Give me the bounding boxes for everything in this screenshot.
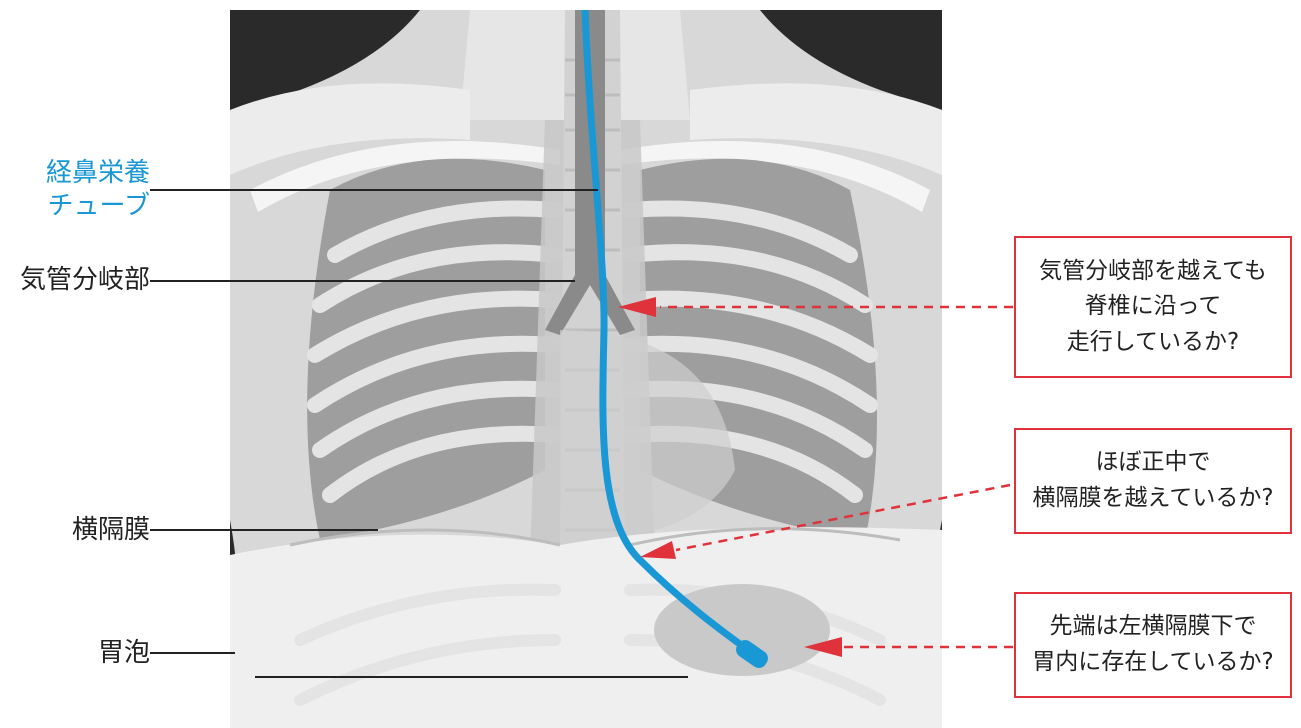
check-stomach-line1: 先端は左横隔膜下で xyxy=(1016,609,1290,645)
gastric-bubble-label: 胃泡 xyxy=(40,637,150,670)
check-box-diaphragm: ほぼ正中で 横隔膜を越えているか? xyxy=(1014,428,1292,534)
check-stomach-line2: 胃内に存在しているか? xyxy=(1016,645,1290,681)
carina-label: 気管分岐部 xyxy=(6,264,150,297)
check-box-carina: 気管分岐部を越えても 脊椎に沿って 走行しているか? xyxy=(1014,236,1292,378)
check-carina-line1: 気管分岐部を越えても xyxy=(1016,254,1290,290)
check-diaphragm-line2: 横隔膜を越えているか? xyxy=(1016,481,1290,517)
check-diaphragm-line1: ほぼ正中で xyxy=(1016,445,1290,481)
diaphragm-label: 横隔膜 xyxy=(40,514,150,547)
check-box-stomach: 先端は左横隔膜下で 胃内に存在しているか? xyxy=(1014,592,1292,698)
ng-tube-label-line2: チューブ xyxy=(48,191,150,221)
check-carina-line3: 走行しているか? xyxy=(1016,325,1290,361)
check-carina-line2: 脊椎に沿って xyxy=(1016,289,1290,325)
ng-tube-label: 経鼻栄養 チューブ xyxy=(22,157,150,222)
ng-tube-label-line1: 経鼻栄養 xyxy=(46,158,150,188)
